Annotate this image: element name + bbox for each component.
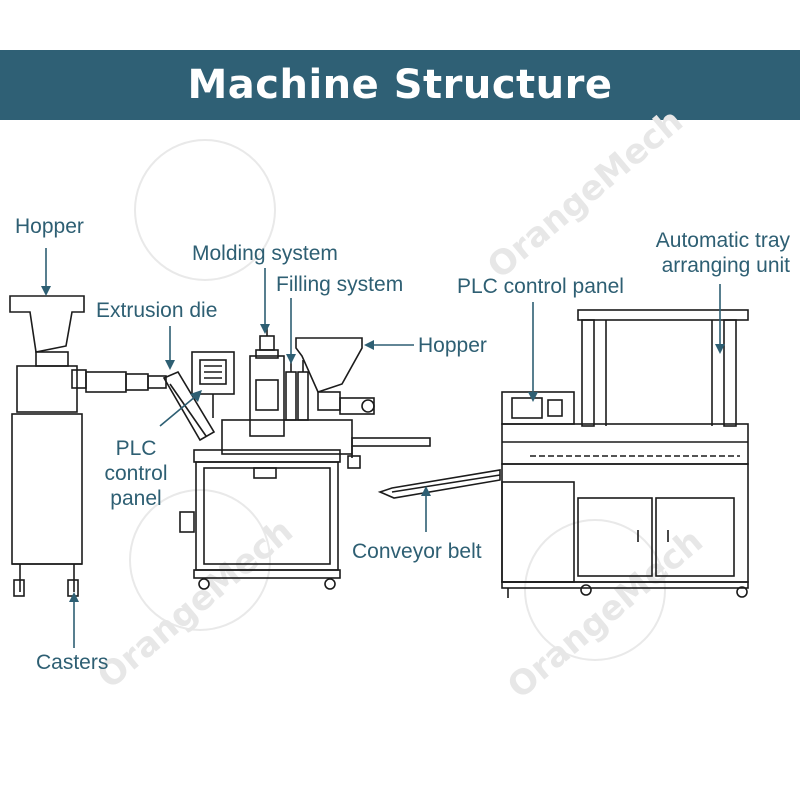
extruder-unit [9, 295, 167, 597]
tray-top-frame [577, 309, 749, 321]
caster-left-1 [13, 579, 25, 597]
hopper-left-neck [35, 351, 69, 367]
extruder-body [11, 413, 83, 565]
extruder-head [16, 365, 78, 413]
machine-outline [9, 295, 749, 598]
caster-left-2 [67, 579, 79, 597]
watermark-circle-right [524, 519, 666, 661]
hopper-left-shape [9, 295, 85, 353]
label-plc-left-line2: control [104, 462, 168, 486]
hopper-right-shape [295, 337, 363, 393]
leader-lines [41, 248, 725, 648]
watermark-text-3: OrangeMech [500, 521, 711, 707]
label-hopper-right: Hopper [418, 334, 487, 357]
label-plc-left: PLC control panel [100, 436, 172, 512]
caster-mid-2 [324, 578, 336, 590]
label-plc-left-line1: PLC [115, 437, 157, 460]
label-plc-right: PLC control panel [457, 275, 624, 298]
filling-pump-1 [285, 371, 297, 421]
label-tray-line2: arranging unit [661, 254, 790, 278]
watermark-circle-left [129, 489, 271, 631]
label-tray-unit: Automatic tray arranging unit [656, 228, 790, 278]
label-extrusion-die: Extrusion die [96, 299, 218, 322]
page-title: Machine Structure [187, 62, 613, 108]
label-molding-system: Molding system [192, 242, 338, 265]
label-casters: Casters [36, 651, 109, 674]
caster-right-2 [736, 586, 748, 598]
filling-pump-2 [297, 371, 309, 421]
forming-outfeed [351, 437, 431, 447]
tray-door-right [655, 497, 735, 577]
label-plc-left-line3: panel [110, 487, 162, 511]
tray-door-left [577, 497, 653, 577]
caster-right-1 [580, 584, 592, 596]
extruder-barrel [85, 371, 127, 393]
forming-unit [179, 328, 431, 590]
plc-left-screen [191, 351, 235, 395]
label-conveyor-belt: Conveyor belt [352, 540, 482, 563]
leader-plc-left [159, 395, 197, 427]
molding-column [249, 355, 285, 437]
extrusion-tube [162, 370, 216, 442]
watermark-circle-top [134, 139, 276, 281]
label-filling-system: Filling system [276, 273, 404, 296]
forming-deck [221, 419, 353, 455]
label-hopper-left: Hopper [15, 215, 84, 238]
caster-mid-1 [198, 578, 210, 590]
label-tray-line1: Automatic tray [655, 229, 790, 252]
title-banner: Machine Structure [0, 50, 800, 120]
tray-deck [501, 423, 749, 465]
